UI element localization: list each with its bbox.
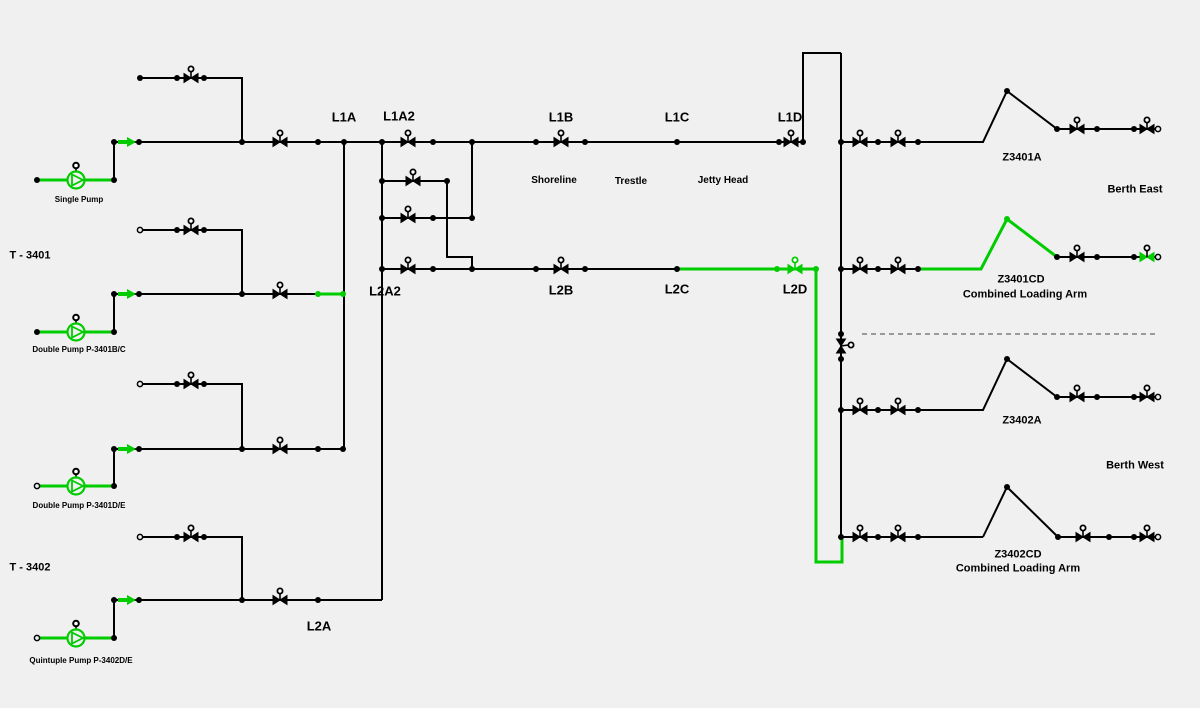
label-zone-jetty-head: Jetty Head [697, 175, 749, 186]
label-line-l1c: L1C [664, 109, 690, 125]
flow-arrow-icon [118, 444, 136, 454]
valve-minflow-pump1-icon[interactable] [183, 65, 199, 84]
valve-z3401a-outboard1-icon[interactable] [1069, 116, 1085, 135]
flow-arrow-icon [118, 137, 136, 147]
valve-z3401a-outboard2-icon[interactable] [1139, 116, 1155, 135]
valve-z3401a-inlet1-icon[interactable] [852, 129, 868, 148]
flow-arrow-icon [118, 595, 136, 605]
label-arm-z3401a: Z3401A [1002, 151, 1042, 164]
valve-pump4-discharge-icon[interactable] [272, 587, 288, 606]
valve-pump2-discharge-icon[interactable] [272, 281, 288, 300]
label-arm-z3401cd-sub: Combined Loading Arm [962, 288, 1088, 301]
valve-l1a2-icon[interactable] [400, 129, 416, 148]
valve-z3402a-inlet1-icon[interactable] [852, 397, 868, 416]
pump-double-bc-icon[interactable] [66, 313, 86, 342]
valve-l1d-icon[interactable] [783, 129, 799, 148]
label-tank-t3401: T - 3401 [9, 249, 51, 262]
pump-single-icon[interactable] [66, 161, 86, 190]
label-pump-quintuple: Quintuple Pump P-3402D/E [29, 656, 133, 665]
valve-manifold-icon[interactable] [835, 338, 855, 354]
valve-minflow-pump3-icon[interactable] [183, 371, 199, 390]
label-line-l2c: L2C [664, 281, 690, 297]
valve-z3401a-inlet2-icon[interactable] [890, 129, 906, 148]
valve-l2d-icon[interactable] [787, 256, 803, 275]
label-pump-double-bc: Double Pump P-3401B/C [32, 345, 126, 354]
flow-arrows [118, 137, 136, 605]
valve-crossover-upper-icon[interactable] [405, 168, 421, 187]
label-line-l1a: L1A [331, 109, 357, 125]
label-line-l1d: L1D [777, 109, 803, 125]
label-zone-trestle: Trestle [614, 176, 648, 187]
label-arm-z3402cd-sub: Combined Loading Arm [955, 562, 1081, 575]
valves [183, 65, 1155, 606]
label-line-l2b: L2B [548, 282, 574, 298]
valve-z3402cd-outboard2-icon[interactable] [1139, 524, 1155, 543]
pipe-nodes [34, 75, 1137, 641]
valve-l2b-icon[interactable] [553, 256, 569, 275]
valve-pump3-discharge-icon[interactable] [272, 436, 288, 455]
label-zone-shoreline: Shoreline [531, 175, 577, 186]
label-pump-double-de: Double Pump P-3401D/E [32, 501, 126, 510]
valve-z3401cd-inlet1-icon[interactable] [852, 256, 868, 275]
label-line-l1a2: L1A2 [383, 108, 415, 124]
valve-z3402cd-outboard1-icon[interactable] [1075, 524, 1091, 543]
valve-l2a2-icon[interactable] [400, 256, 416, 275]
valve-z3402a-outboard2-icon[interactable] [1139, 384, 1155, 403]
valve-z3401cd-outboard1-icon[interactable] [1069, 244, 1085, 263]
label-arm-z3402a: Z3402A [1002, 414, 1042, 427]
active-pipe-nodes [315, 216, 1010, 297]
pump-double-de-icon[interactable] [66, 467, 86, 496]
valve-minflow-pump2-icon[interactable] [183, 217, 199, 236]
valve-l1b-icon[interactable] [553, 129, 569, 148]
valve-z3402a-inlet2-icon[interactable] [890, 397, 906, 416]
label-line-l2a: L2A [306, 618, 332, 634]
valve-z3402a-outboard1-icon[interactable] [1069, 384, 1085, 403]
flow-arrow-icon [118, 289, 136, 299]
label-line-l2d: L2D [782, 281, 808, 297]
valve-pump1-discharge-icon[interactable] [272, 129, 288, 148]
valve-z3402cd-inlet2-icon[interactable] [890, 524, 906, 543]
valve-z3402cd-inlet1-icon[interactable] [852, 524, 868, 543]
label-arm-z3402cd: Z3402CD [994, 548, 1042, 561]
pump-quintuple-icon[interactable] [66, 619, 86, 648]
valve-crossover-lower-icon[interactable] [400, 205, 416, 224]
label-pump-single: Single Pump [54, 195, 104, 204]
label-arm-z3401cd: Z3401CD [997, 273, 1045, 286]
valve-z3401cd-outboard2-icon[interactable] [1139, 244, 1155, 263]
label-line-l1b: L1B [548, 109, 574, 125]
valve-minflow-pump4-icon[interactable] [183, 524, 199, 543]
valve-z3401cd-inlet2-icon[interactable] [890, 256, 906, 275]
label-berth-east: Berth East [1107, 183, 1163, 196]
label-berth-west: Berth West [1106, 459, 1164, 472]
label-tank-t3402: T - 3402 [9, 561, 51, 574]
label-line-l2a2: L2A2 [369, 283, 401, 299]
